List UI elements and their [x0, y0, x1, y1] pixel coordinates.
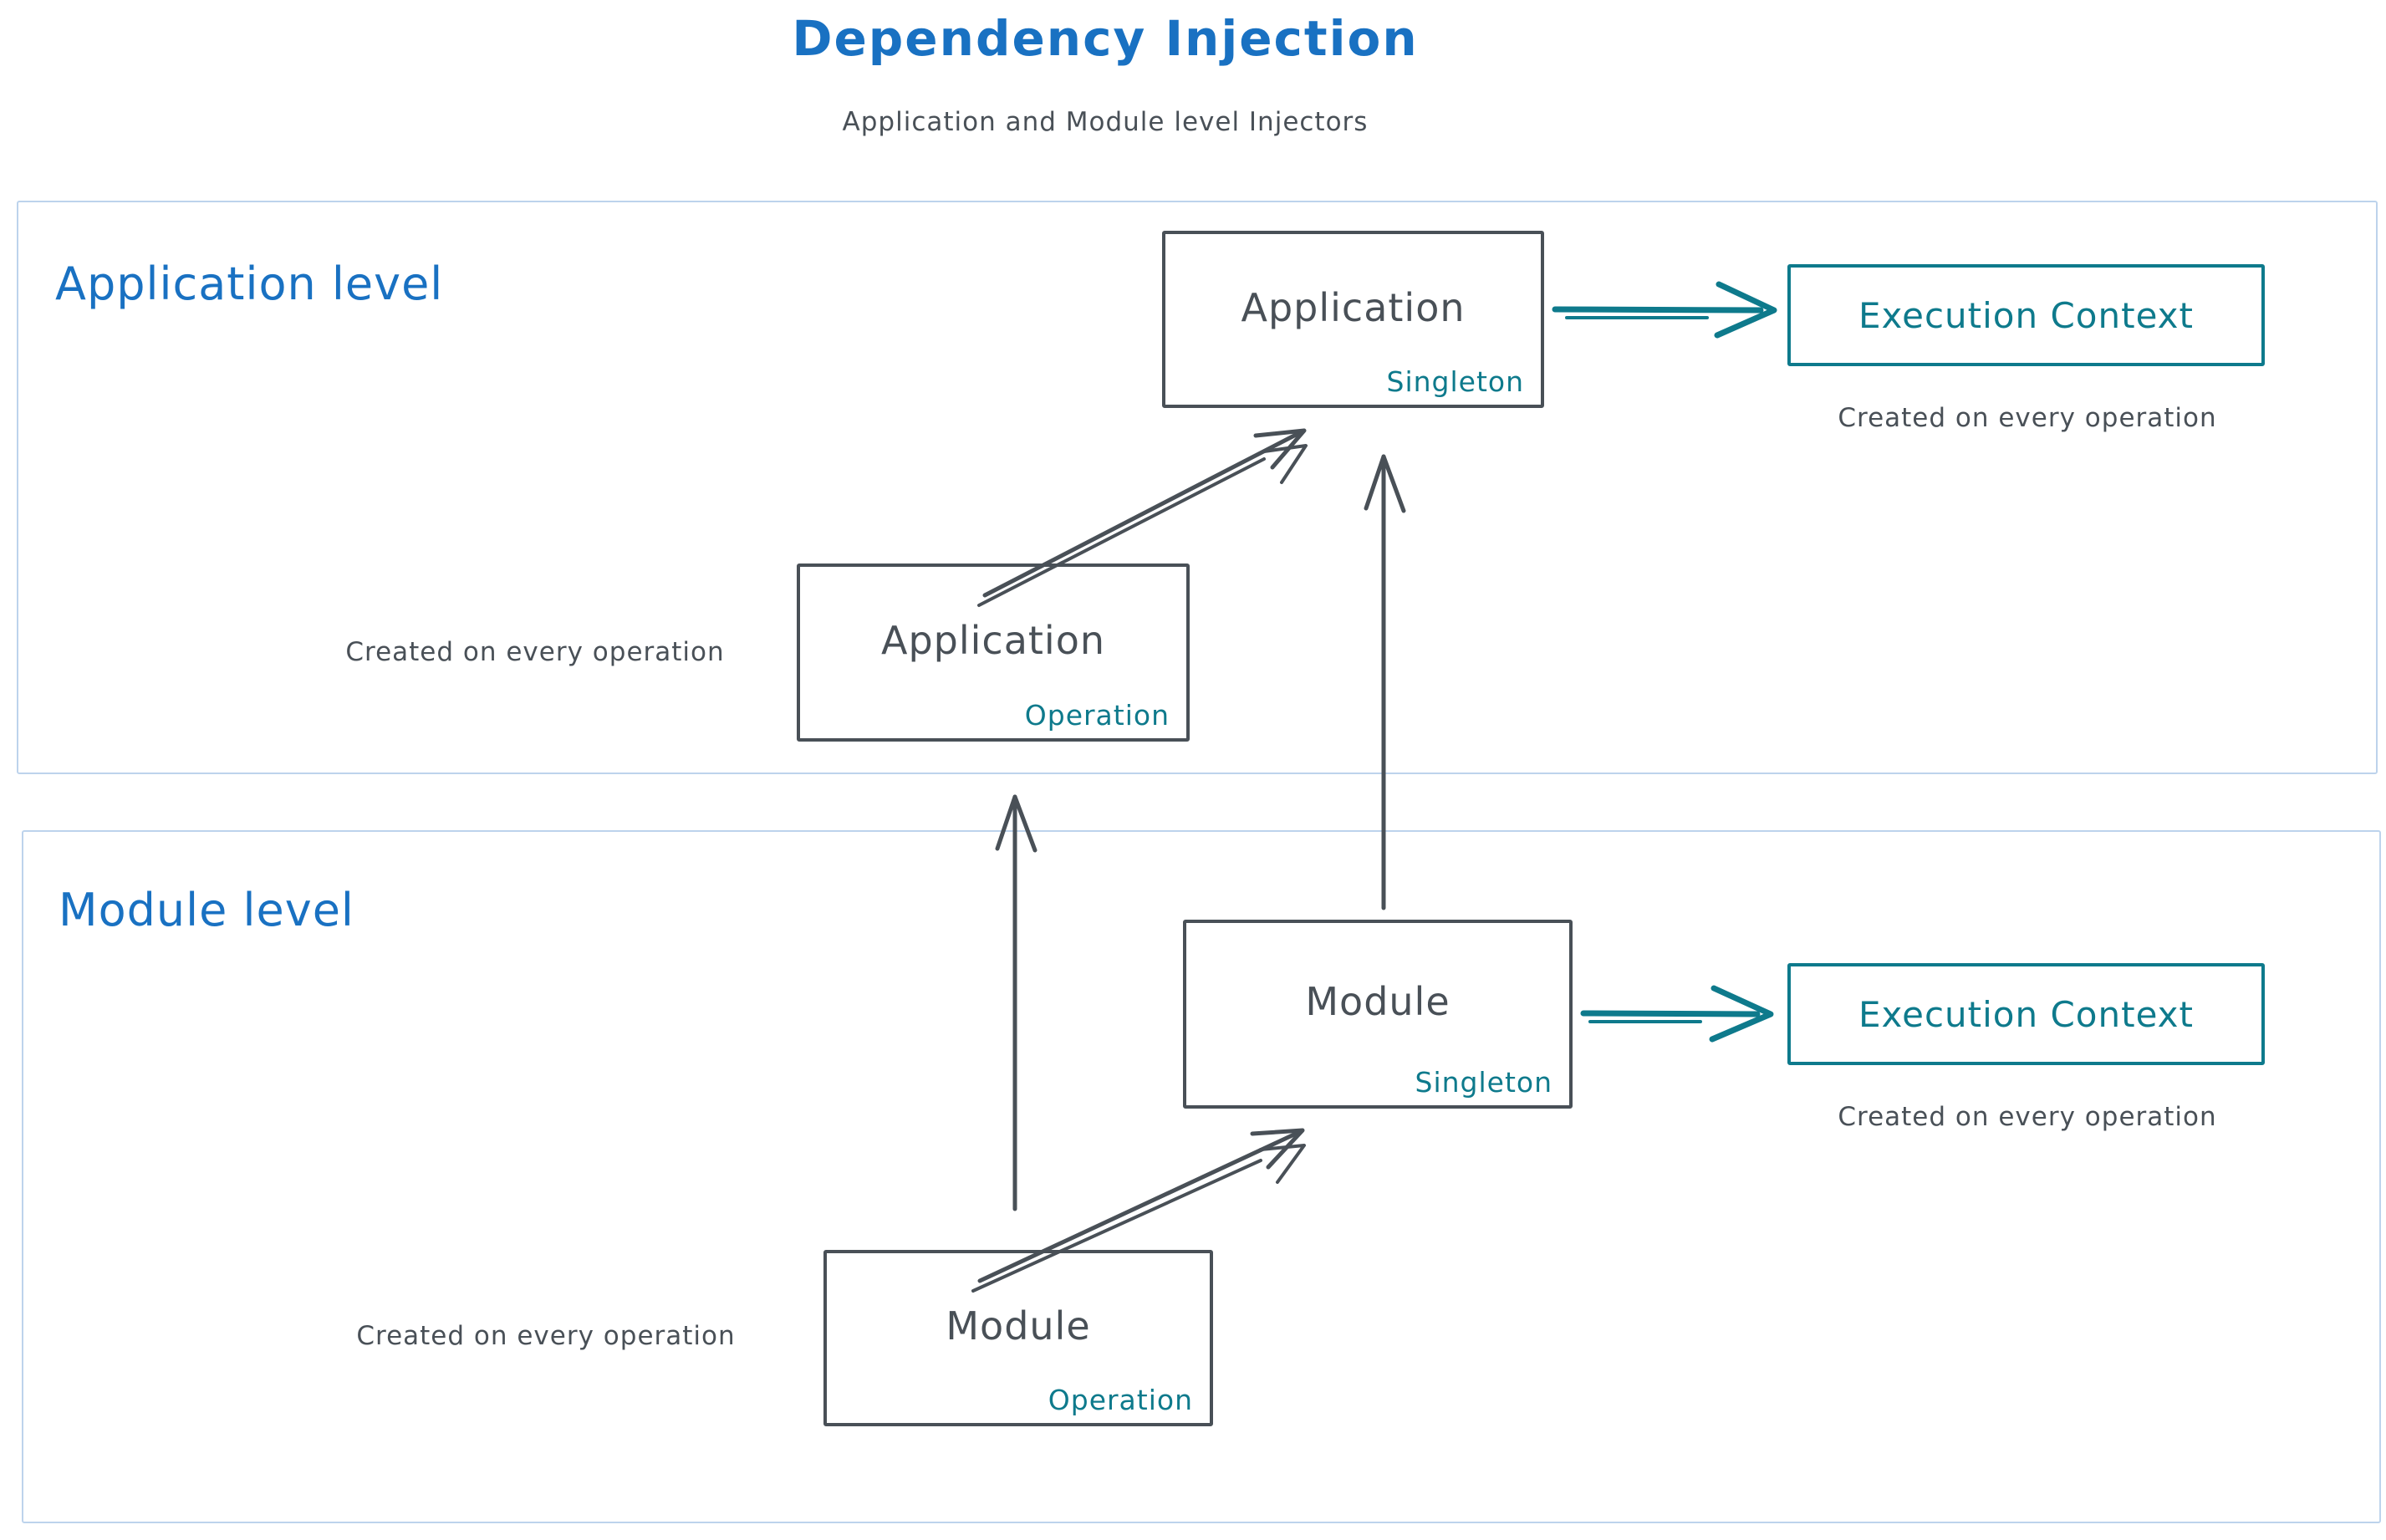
application-level-frame[interactable]: Application level [17, 201, 2378, 774]
page-subtitle: Application and Module level Injectors [842, 107, 1369, 137]
execution-context-app-box[interactable]: Execution Context [1787, 264, 2265, 366]
application-singleton-scope: Singleton [1386, 365, 1524, 398]
module-singleton-box[interactable]: Module Singleton [1183, 920, 1573, 1109]
application-level-label: Application level [55, 258, 444, 310]
module-operation-name: Module [946, 1303, 1091, 1349]
caption-application-operation: Created on every operation [345, 637, 725, 667]
arrow-module-singleton-to-execution-context[interactable] [1580, 985, 1774, 1043]
execution-context-app-label: Execution Context [1858, 294, 2194, 336]
arrow-module-operation-to-app-operation[interactable] [995, 794, 1038, 1211]
module-level-frame[interactable]: Module level [22, 830, 2381, 1523]
caption-exec-context-app: Created on every operation [1838, 403, 2217, 433]
arrow-module-operation-to-module-singleton[interactable] [971, 1128, 1306, 1293]
application-singleton-name: Application [1241, 284, 1466, 330]
module-singleton-name: Module [1305, 978, 1450, 1024]
execution-context-module-box[interactable]: Execution Context [1787, 963, 2265, 1065]
arrow-module-singleton-to-app-singleton[interactable] [1364, 454, 1406, 910]
module-operation-scope: Operation [1048, 1384, 1193, 1416]
module-operation-box[interactable]: Module Operation [823, 1250, 1213, 1426]
module-level-label: Module level [59, 884, 354, 936]
module-singleton-scope: Singleton [1415, 1066, 1552, 1099]
application-operation-name: Application [880, 618, 1106, 664]
application-operation-scope: Operation [1024, 699, 1170, 732]
caption-module-operation: Created on every operation [356, 1321, 736, 1351]
caption-exec-context-module: Created on every operation [1838, 1102, 2217, 1132]
application-singleton-box[interactable]: Application Singleton [1162, 231, 1544, 408]
page-title: Dependency Injection [792, 10, 1419, 67]
arrow-app-singleton-to-execution-context[interactable] [1552, 281, 1777, 339]
execution-context-module-label: Execution Context [1858, 993, 2194, 1035]
arrow-app-operation-to-app-singleton[interactable] [977, 428, 1308, 607]
